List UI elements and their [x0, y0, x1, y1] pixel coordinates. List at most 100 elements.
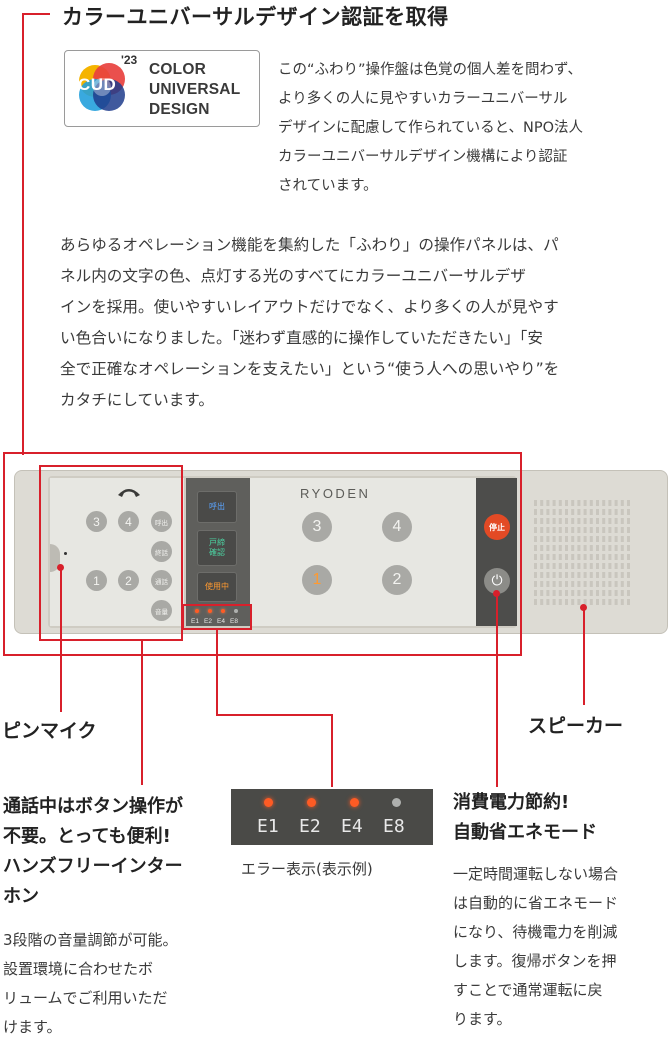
speaker-slot	[608, 527, 612, 533]
pin-mic	[50, 544, 60, 572]
speaker-slot	[614, 590, 618, 596]
intro-line: より多くの人に見やすいカラーユニバーサル	[278, 91, 568, 107]
intercom-button-3[interactable]: 3	[86, 511, 107, 532]
error-leader-a	[216, 630, 218, 716]
speaker-slot	[627, 572, 630, 578]
speaker-slot	[571, 572, 575, 578]
brand-logo: RYODEN	[300, 486, 371, 501]
speaker-slot	[577, 545, 581, 551]
speaker-slot	[589, 554, 593, 560]
intro-line: カラーユニバーサルデザイン機構により認証	[278, 149, 568, 165]
pin-mic-leader	[60, 566, 62, 712]
speaker-slot	[577, 554, 581, 560]
speaker-slot	[602, 554, 606, 560]
speaker-slot	[534, 527, 537, 533]
floor-button-1[interactable]: 1	[302, 565, 332, 595]
floor-button-3[interactable]: 3	[302, 512, 332, 542]
call-select-button[interactable]: 呼出	[197, 491, 237, 523]
speaker-slot	[546, 500, 550, 506]
speaker-slot	[558, 599, 562, 605]
speaker-slot	[577, 590, 581, 596]
speaker-slot	[577, 572, 581, 578]
speaker-slot	[546, 527, 550, 533]
speaker-slot	[577, 536, 581, 542]
power-leader	[496, 593, 498, 787]
speaker-slot	[589, 590, 593, 596]
speaker-slot	[627, 554, 630, 560]
speaker-slot	[608, 572, 612, 578]
call-button[interactable]: 呼出	[151, 511, 172, 532]
speaker-slot	[558, 509, 562, 515]
volume-button[interactable]: 音量	[151, 600, 172, 621]
speaker-slot	[546, 536, 550, 542]
speaker-slot	[546, 554, 550, 560]
error-label-e8: E8	[383, 816, 405, 837]
center-panel	[250, 478, 476, 626]
speaker-slot	[546, 599, 550, 605]
cud-year: '23	[121, 53, 138, 67]
speaker-slot	[608, 599, 612, 605]
speaker-slot	[565, 590, 568, 596]
speaker-slot	[552, 599, 556, 605]
speaker-slot	[577, 563, 581, 569]
speaker-slot	[608, 500, 612, 506]
speaker-slot	[589, 572, 593, 578]
talk-button[interactable]: 通話	[151, 570, 172, 591]
speaker-slot	[583, 563, 587, 569]
speaker-slot	[627, 590, 630, 596]
end-call-button[interactable]: 終話	[151, 541, 172, 562]
power-saving-body-line: になり、待機電力を削減	[453, 923, 618, 941]
speaker-slot	[627, 563, 630, 569]
speaker-slot	[565, 536, 568, 542]
header-rule-vertical	[22, 13, 24, 455]
error-led	[350, 798, 359, 807]
speaker-slot	[577, 599, 581, 605]
floor-button-4[interactable]: 4	[382, 512, 412, 542]
paragraph-line: あらゆるオペレーション機能を集約した「ふわり」の操作パネルは、パ	[60, 236, 559, 254]
speaker-slot	[565, 599, 568, 605]
speaker-slot	[546, 518, 550, 524]
speaker-slot	[608, 563, 612, 569]
speaker-slot	[558, 500, 562, 506]
speaker-slot	[608, 545, 612, 551]
handsfree-leader	[141, 641, 143, 785]
speaker-slot	[546, 590, 550, 596]
power-saving-title-line: 自動省エネモード	[453, 822, 597, 843]
speaker-slot	[620, 500, 624, 506]
speaker-slot	[565, 563, 568, 569]
speaker-slot	[534, 563, 537, 569]
cud-mark-icon	[79, 63, 125, 111]
intro-line: デザインに配慮して作られていると、NPO法人	[278, 120, 584, 136]
intercom-button-2[interactable]: 2	[118, 570, 139, 591]
speaker-slot	[596, 563, 599, 569]
speaker-slot	[571, 581, 575, 587]
speaker-slot	[534, 500, 537, 506]
paragraph-line: カタチにしています。	[60, 391, 214, 409]
speaker-slot	[589, 500, 593, 506]
speaker-slot	[620, 554, 624, 560]
door-confirm-button[interactable]: 戸締 確認	[197, 530, 237, 566]
speaker-slot	[614, 518, 618, 524]
handsfree-section: 通話中はボタン操作が 不要。とっても便利! ハンズフリーインター ホン 3段階の…	[3, 792, 228, 1042]
speaker-slot	[627, 581, 630, 587]
intercom-button-1[interactable]: 1	[86, 570, 107, 591]
speaker-slot	[558, 545, 562, 551]
speaker-slot	[571, 527, 575, 533]
speaker-slot	[583, 554, 587, 560]
error-leader-c	[331, 714, 333, 787]
speaker-slot	[546, 572, 550, 578]
speaker-slot	[596, 599, 599, 605]
speaker-slot	[552, 509, 556, 515]
speaker-slot	[534, 545, 537, 551]
power-icon[interactable]: ⏻	[484, 568, 510, 594]
speaker-slot	[540, 545, 544, 551]
handsfree-title-line: ハンズフリーインター	[3, 856, 183, 877]
floor-button-2[interactable]: 2	[382, 565, 412, 595]
speaker-slot	[602, 518, 606, 524]
speaker-slot	[614, 572, 618, 578]
intercom-button-4[interactable]: 4	[118, 511, 139, 532]
stop-button[interactable]: 停止	[484, 514, 510, 540]
speaker-slot	[602, 536, 606, 542]
speaker-slot	[540, 590, 544, 596]
speaker-slot	[540, 563, 544, 569]
